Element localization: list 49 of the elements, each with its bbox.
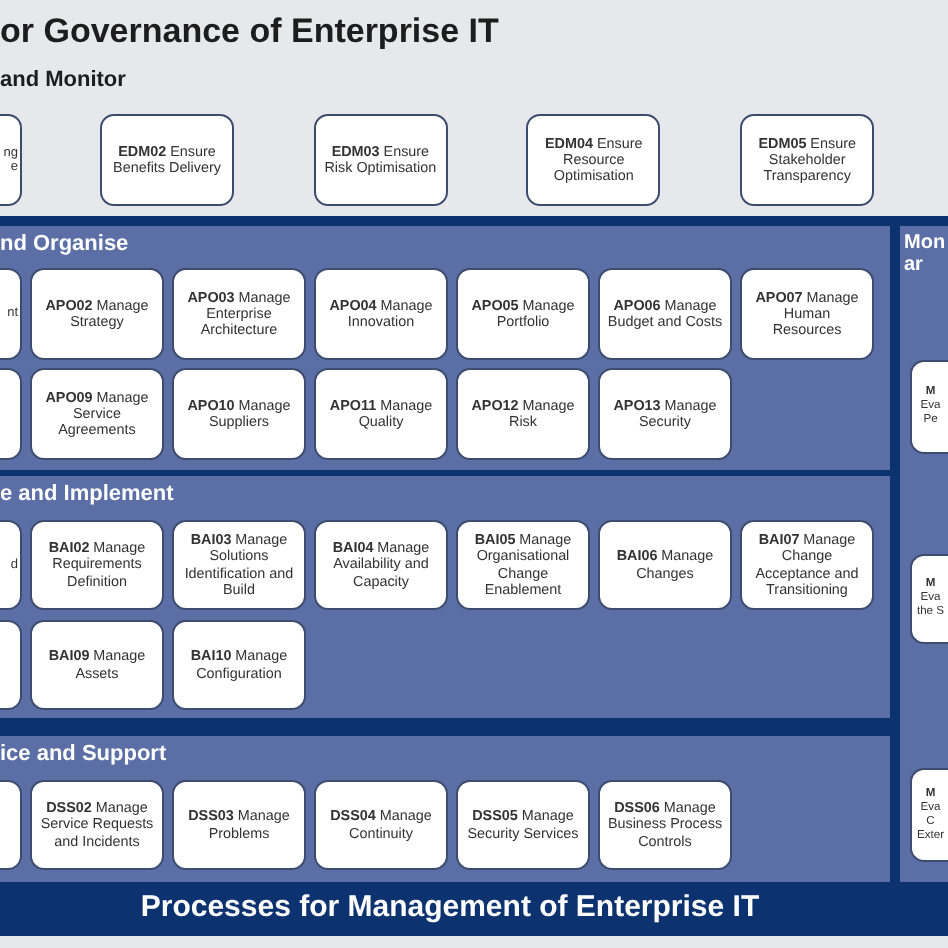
- process-box: [456, 268, 590, 360]
- section-background: [0, 216, 948, 936]
- process-box: [740, 268, 874, 360]
- process-box: [30, 780, 164, 870]
- process-box: [30, 368, 164, 460]
- process-box: [172, 268, 306, 360]
- domain-panel: [0, 226, 890, 470]
- process-box: [598, 520, 732, 610]
- process-box: [313, 114, 448, 206]
- diagram-title: or Governance of Enterprise IT: [0, 12, 499, 52]
- process-box: [172, 780, 306, 870]
- process-box: [526, 114, 661, 206]
- process-box: [0, 114, 22, 206]
- process-box: [0, 268, 22, 360]
- process-box: [456, 520, 590, 610]
- domain-panel: [0, 476, 890, 718]
- process-box: [172, 368, 306, 460]
- process-box: [740, 520, 874, 610]
- process-box: [910, 768, 948, 862]
- process-box: [30, 620, 164, 710]
- section-heading: e and Implement: [0, 482, 174, 506]
- process-box: [598, 368, 732, 460]
- process-box: [598, 268, 732, 360]
- process-box: [30, 268, 164, 360]
- process-box: [0, 620, 22, 710]
- section-heading: and Monitor: [0, 68, 126, 92]
- domain-panel: [0, 736, 890, 882]
- process-box: [172, 520, 306, 610]
- process-box: [598, 780, 732, 870]
- process-box: [314, 268, 448, 360]
- process-box: [314, 368, 448, 460]
- process-box: [910, 554, 948, 644]
- process-box: [100, 114, 234, 206]
- section-heading: Mon ar: [904, 232, 948, 276]
- process-box: [172, 620, 306, 710]
- process-box: [314, 780, 448, 870]
- process-box: [0, 520, 22, 610]
- group-heading: Processes for Management of Enterprise IT: [138, 890, 762, 924]
- process-box: [314, 520, 448, 610]
- process-box: [0, 780, 22, 870]
- section-heading: ice and Support: [0, 742, 167, 766]
- process-box: [456, 368, 590, 460]
- process-box: [910, 360, 948, 454]
- process-box: [740, 114, 875, 206]
- process-box: [0, 368, 22, 460]
- process-box: [456, 780, 590, 870]
- section-heading: nd Organise: [0, 232, 129, 256]
- process-box: [30, 520, 164, 610]
- domain-panel: [900, 226, 948, 882]
